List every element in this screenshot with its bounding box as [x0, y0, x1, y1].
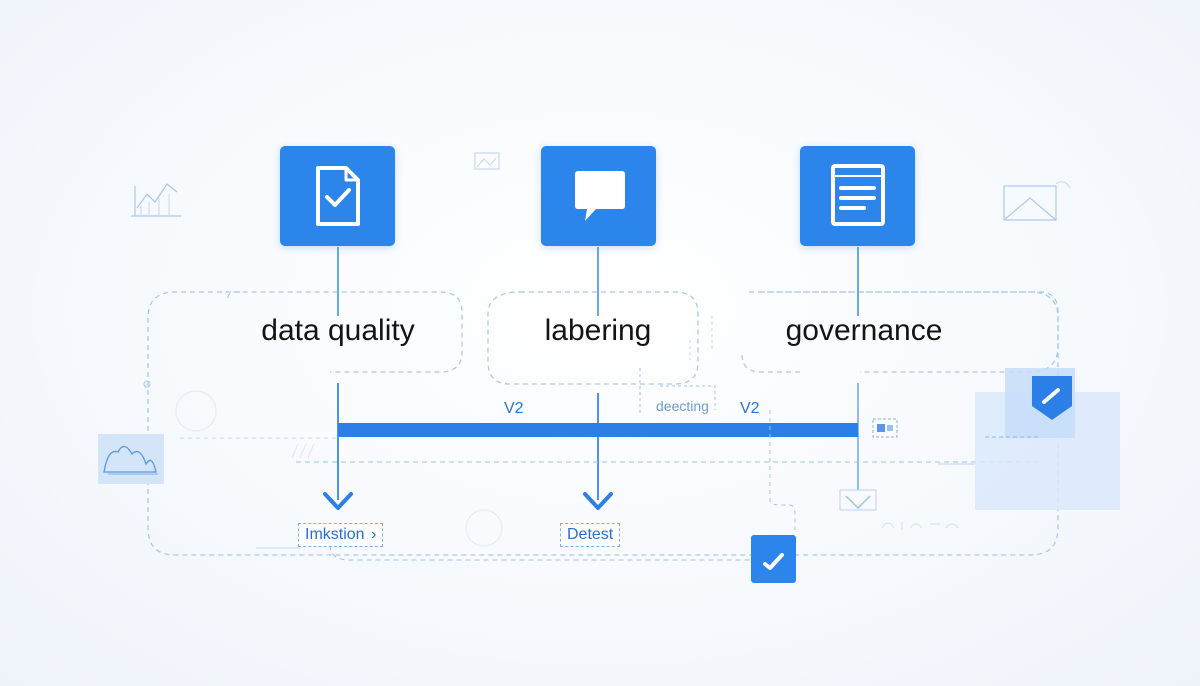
output-tag-left: Imkstion ›	[298, 523, 384, 547]
output-tag-mid: Detest	[560, 523, 621, 547]
outer-dashed-frame	[147, 291, 1059, 556]
chart-sketch-icon	[125, 172, 187, 227]
document-check-icon	[280, 146, 395, 246]
tray-governance	[839, 489, 877, 511]
faint-circle-left	[175, 390, 217, 432]
dashed-right-link	[769, 410, 796, 530]
version-label-2: V2	[740, 400, 760, 417]
stage-label-governance: governance	[785, 314, 943, 347]
arrow-down-labering	[583, 492, 613, 510]
output-tag-left-suffix: ›	[371, 526, 377, 543]
stage-outline-governance	[741, 291, 1059, 373]
document-lines-icon	[800, 146, 915, 246]
output-tag-left-label: Imkstion	[305, 526, 365, 543]
arrow-down-data-quality	[323, 492, 353, 510]
stage-outline-data-quality	[227, 291, 463, 373]
check-icon	[751, 535, 796, 583]
image-sketch-icon	[472, 150, 504, 179]
timeline-bar	[338, 423, 858, 437]
faint-dot-left	[143, 380, 151, 388]
dashed-bottom-link	[329, 544, 750, 561]
map-sketch-icon	[98, 434, 166, 491]
dashed-note-bracket	[639, 368, 716, 415]
stage-label-data-quality: data quality	[261, 314, 415, 347]
arrow-down-governance	[845, 495, 871, 510]
envelope-sketch-icon	[1000, 178, 1074, 229]
stage-outline-labering	[487, 291, 699, 385]
speech-bubble-icon	[541, 146, 656, 246]
stage-label-labering: labering	[544, 314, 652, 347]
faint-hatch-icon	[288, 440, 328, 465]
note-label: deecting	[656, 398, 709, 414]
faint-circle-mid	[465, 509, 503, 547]
version-label-1: V2	[504, 400, 524, 417]
card-sketch-icon	[872, 418, 898, 443]
shield-check-icon	[1030, 374, 1074, 422]
faint-doodle-icon	[880, 516, 960, 539]
